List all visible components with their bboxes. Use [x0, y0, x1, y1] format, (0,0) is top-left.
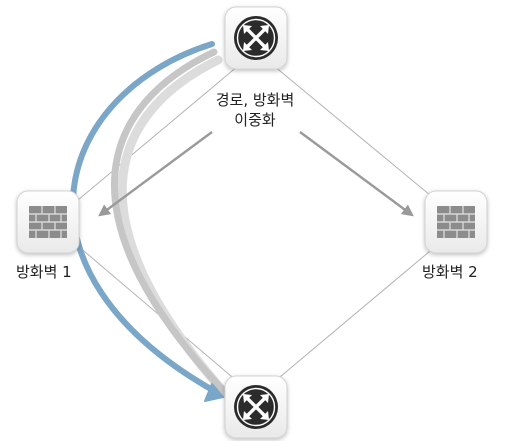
firewall-1: [16, 190, 80, 254]
router-icon: [232, 383, 280, 431]
firewall-1-label: 방화벽 1: [16, 263, 72, 281]
direction-arrow-right: [299, 131, 414, 217]
bottom-router: [224, 375, 288, 439]
top-router: [224, 6, 288, 70]
direction-arrow-left: [98, 131, 213, 217]
failover-arrowhead: [204, 383, 224, 402]
router-icon: [232, 14, 280, 62]
firewall-icon: [28, 205, 68, 239]
top-router-label: 경로, 방화벽 이중화: [196, 90, 314, 130]
link-top-fw1: [77, 65, 239, 201]
firewall-2: [424, 190, 488, 254]
firewall-icon: [436, 205, 476, 239]
primary-path: [110, 48, 240, 408]
top-router-label-line2: 이중화: [234, 111, 276, 129]
failover-path: [70, 41, 219, 395]
top-router-label-line1: 경로, 방화벽: [215, 91, 295, 109]
link-top-fw2: [273, 65, 437, 201]
link-fw2-bottom: [273, 245, 437, 383]
firewall-2-label: 방화벽 2: [422, 263, 478, 281]
